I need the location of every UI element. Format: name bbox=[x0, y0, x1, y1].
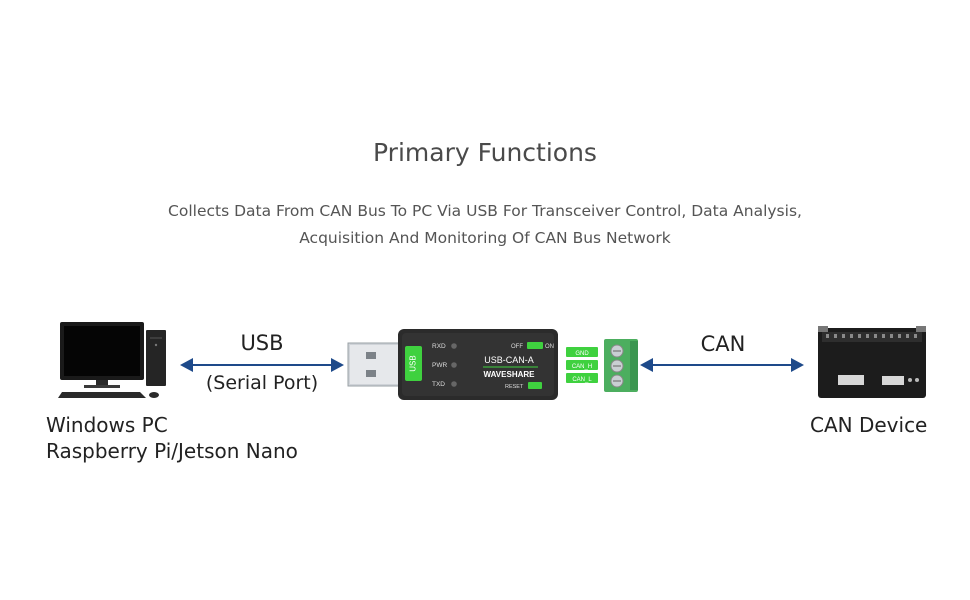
page-title: Primary Functions bbox=[373, 138, 597, 167]
terminal-canh-label: CAN_H bbox=[572, 364, 592, 370]
right-device-label: CAN Device bbox=[810, 413, 928, 437]
reset-label: RESET bbox=[505, 384, 524, 390]
can-arrow bbox=[640, 358, 804, 372]
usb-link-sublabel: (Serial Port) bbox=[205, 372, 319, 394]
left-device-label: Windows PC Raspberry Pi/Jetson Nano bbox=[46, 412, 298, 464]
usb-arrow bbox=[180, 358, 344, 372]
adapter-brand: WAVESHARE bbox=[484, 370, 536, 379]
can-link-label: CAN bbox=[700, 332, 746, 356]
usb-link-label: USB bbox=[240, 331, 284, 355]
adapter-name: USB-CAN-A bbox=[484, 355, 534, 365]
left-device-line-1: Windows PC bbox=[46, 413, 168, 437]
subtitle-line-1: Collects Data From CAN Bus To PC Via USB… bbox=[168, 202, 802, 220]
subtitle: Collects Data From CAN Bus To PC Via USB… bbox=[0, 198, 970, 252]
subtitle-line-2: Acquisition And Monitoring Of CAN Bus Ne… bbox=[299, 229, 671, 247]
terminal-gnd-label: GND bbox=[575, 351, 589, 357]
usb-can-adapter: USB RXD PWR TXD OFF ON USB-CAN-A WAVESHA… bbox=[347, 329, 638, 400]
can-device-illustration bbox=[818, 326, 926, 398]
switch-on-label: ON bbox=[545, 344, 554, 350]
led-rxd-label: RXD bbox=[432, 343, 446, 350]
led-pwr-label: PWR bbox=[432, 362, 447, 369]
pc-illustration bbox=[58, 322, 166, 398]
usb-tag: USB bbox=[409, 355, 418, 371]
left-device-line-2: Raspberry Pi/Jetson Nano bbox=[46, 439, 298, 463]
switch-off-label: OFF bbox=[511, 344, 523, 350]
led-txd-label: TXD bbox=[432, 381, 445, 388]
terminal-canl-label: CAN_L bbox=[572, 377, 592, 383]
